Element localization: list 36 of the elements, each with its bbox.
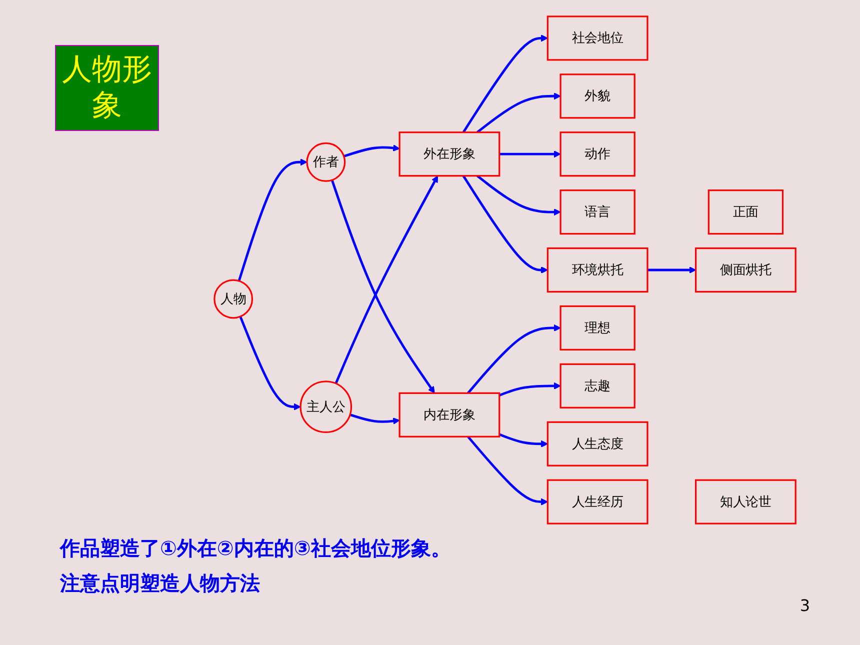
arrow xyxy=(462,175,548,274)
arrow xyxy=(467,436,548,506)
arrow xyxy=(476,92,561,134)
node-box xyxy=(694,247,796,293)
arrow xyxy=(462,34,548,133)
node-box xyxy=(398,392,500,438)
arrow xyxy=(476,174,561,216)
node-box xyxy=(546,247,648,293)
arrow xyxy=(647,266,696,274)
node-box xyxy=(560,74,636,119)
arrow xyxy=(350,414,400,425)
arrow xyxy=(239,316,301,410)
arrow xyxy=(467,324,561,394)
node-circle xyxy=(300,380,352,433)
node-box xyxy=(546,479,648,524)
node-circle xyxy=(306,142,346,182)
node-circle xyxy=(214,279,254,319)
node-box xyxy=(708,190,784,235)
arrow xyxy=(344,144,400,158)
node-box xyxy=(694,479,796,524)
node-box xyxy=(560,190,636,235)
node-box xyxy=(546,16,648,61)
node-box xyxy=(560,132,636,177)
diagram-drawing: 人物 作者 主人公 外在形象 内在形象 社会地位 外貌 动作 语言 环境烘托 正面 侧面烘托 理想 志趣 人生态度 人生经历 知人论世 xyxy=(160,10,850,530)
page-number: 3 xyxy=(800,596,810,615)
node-box xyxy=(560,363,636,408)
arrow xyxy=(498,382,561,396)
arrow xyxy=(499,150,561,158)
title-box: 人物形象 xyxy=(55,45,159,131)
arrow xyxy=(238,158,308,282)
node-box xyxy=(546,421,648,466)
note-text: 注意点明塑造人物方法 xyxy=(60,570,261,597)
arrow xyxy=(498,433,548,448)
node-box xyxy=(560,305,636,350)
note-text: 作品塑造了①外在②内在的③社会地位形象。 xyxy=(60,535,451,562)
node-box xyxy=(398,132,500,177)
